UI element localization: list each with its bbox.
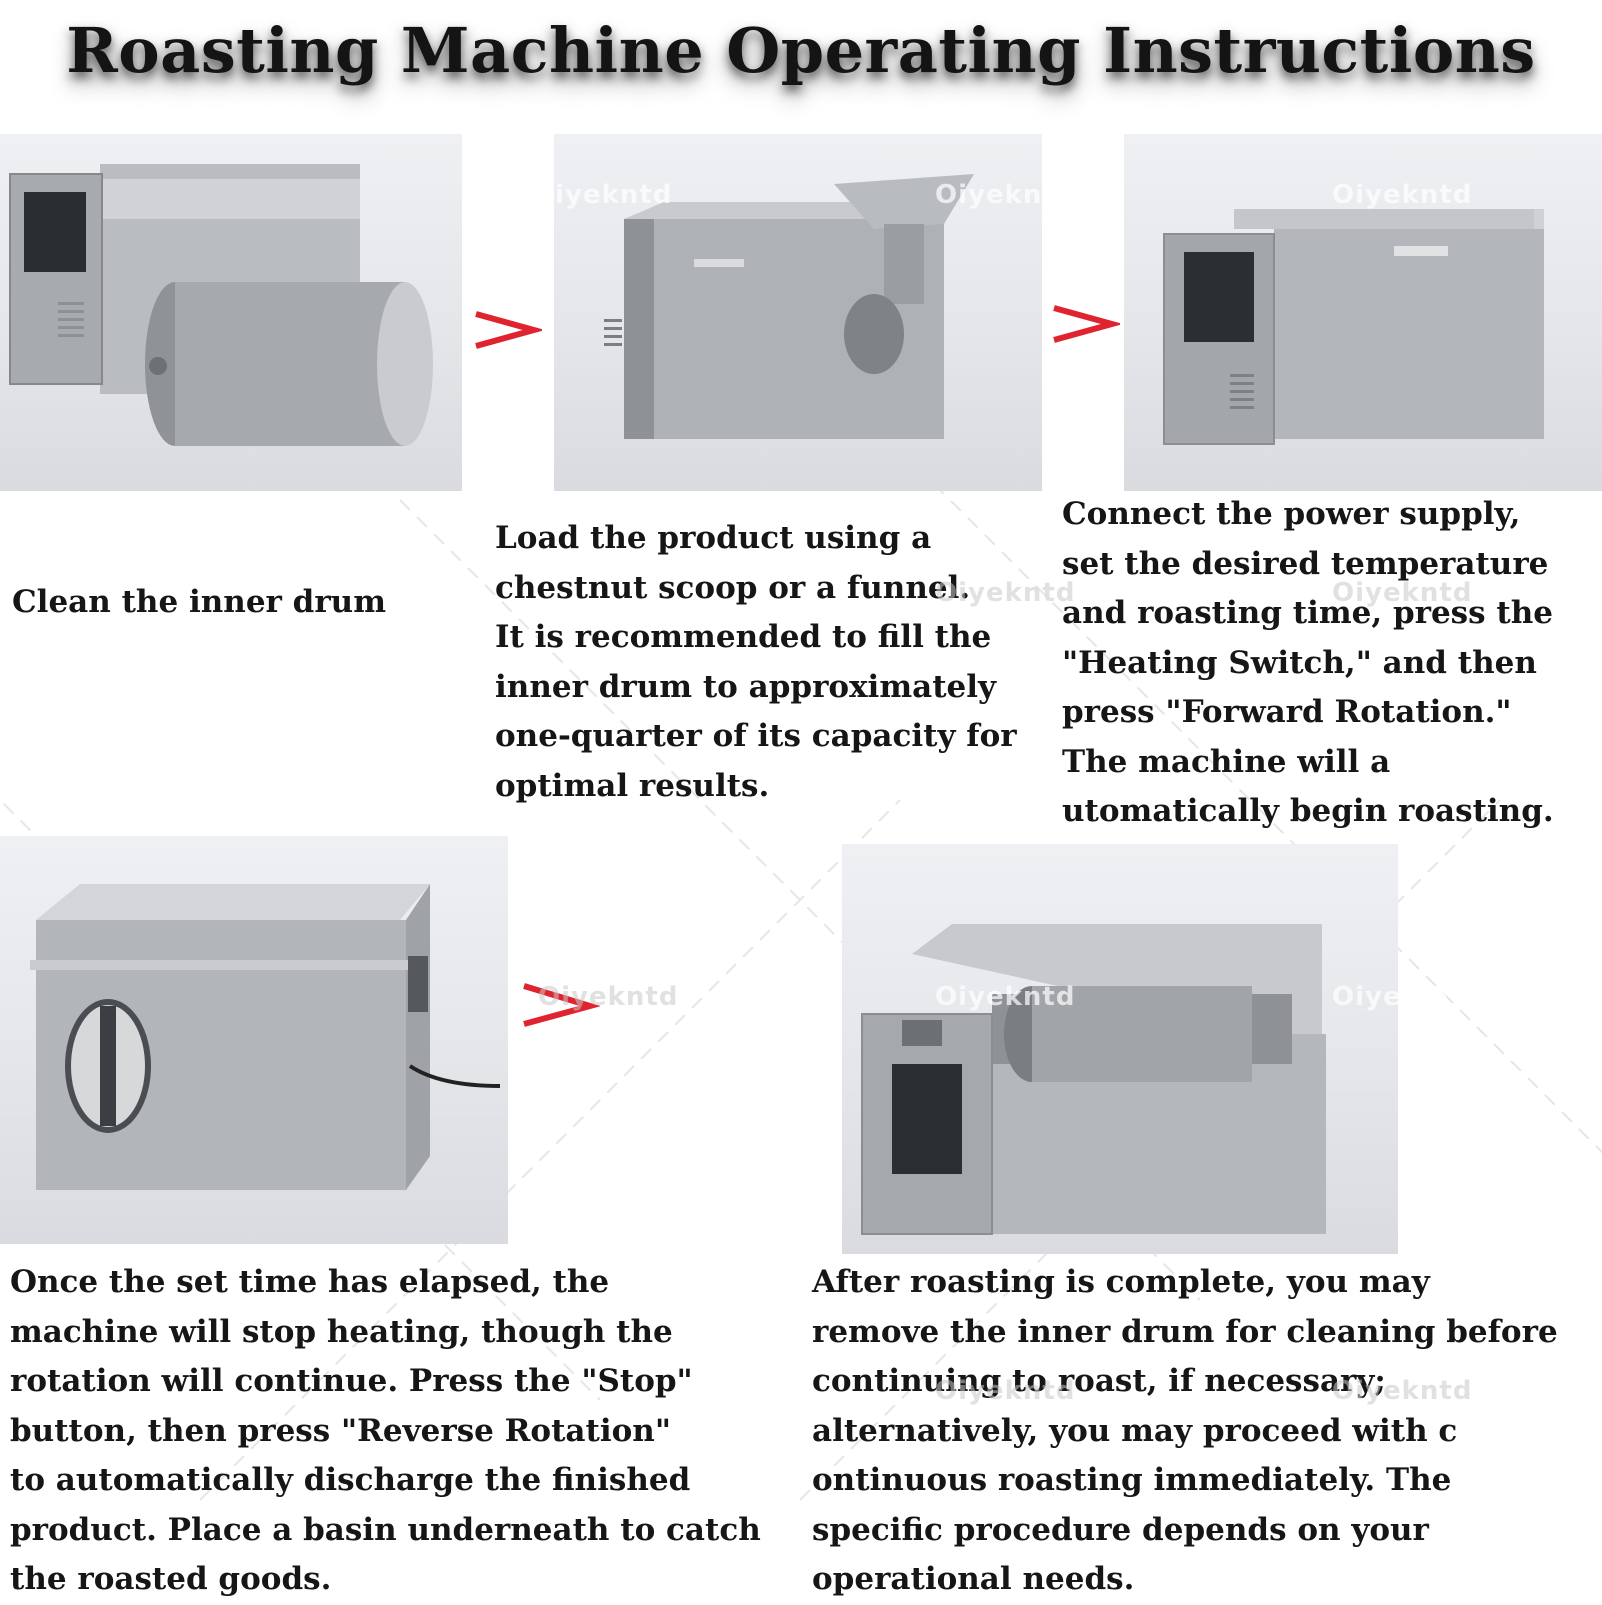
caption-line: It is recommended to fill the: [495, 619, 992, 655]
caption-line: continuing to roast, if necessary;: [812, 1363, 1386, 1399]
caption-line: The machine will a: [1062, 743, 1391, 780]
caption-line: press "Forward Rotation.": [1062, 694, 1512, 730]
step-1-photo: [0, 134, 462, 491]
caption-line: ontinuous roasting immediately. The: [812, 1462, 1452, 1498]
watermark-text: Oiyekntd: [532, 180, 673, 210]
arrow-right-icon: [475, 311, 542, 349]
caption-line: Clean the inner drum: [12, 584, 387, 620]
caption-line: machine will stop heating, though the: [10, 1313, 673, 1350]
caption-line: button, then press "Reverse Rotation": [10, 1412, 671, 1449]
step-4-caption: Once the set time has elapsed, the machi…: [10, 1258, 761, 1605]
caption-line: alternatively, you may proceed with c: [812, 1412, 1458, 1449]
watermark-text: Oiyekntd: [1332, 180, 1473, 210]
caption-line: Connect the power supply,: [1062, 496, 1521, 532]
caption-line: optimal results.: [495, 767, 770, 804]
watermark-text: Oiyekntd: [935, 982, 1076, 1012]
step-5-photo: [842, 844, 1398, 1254]
step-4-photo: [0, 836, 508, 1244]
step-5-caption: After roasting is complete, you may remo…: [812, 1258, 1558, 1605]
step-2-caption: Load the product using a chestnut scoop …: [495, 514, 1017, 811]
caption-line: utomatically begin roasting.: [1062, 793, 1554, 829]
caption-line: inner drum to approximately: [495, 668, 997, 705]
caption-line: and roasting time, press the: [1062, 595, 1553, 631]
caption-line: chestnut scoop or a funnel.: [495, 569, 971, 606]
watermark-text: Oiyekntd: [935, 180, 1076, 210]
caption-line: remove the inner drum for cleaning befor…: [812, 1313, 1558, 1350]
step-1-caption: Clean the inner drum: [12, 578, 386, 628]
caption-line: operational needs.: [812, 1561, 1135, 1597]
watermark-text: Oiyekntd: [935, 578, 1076, 608]
caption-line: specific procedure depends on your: [812, 1511, 1429, 1548]
caption-line: Once the set time has elapsed, the: [10, 1264, 610, 1300]
caption-line: set the desired temperature: [1062, 545, 1549, 582]
arrow-right-icon: [1053, 305, 1120, 343]
watermark-text: Oiyekntd: [538, 982, 679, 1012]
step-3-photo: [1124, 134, 1602, 491]
watermark-text: Oiyekntd: [1332, 1376, 1473, 1406]
page-title: Roasting Machine Operating Instructions: [66, 14, 1536, 87]
arrow-right-icon: [523, 983, 600, 1027]
caption-line: product. Place a basin underneath to cat…: [10, 1511, 761, 1548]
caption-line: the roasted goods.: [10, 1561, 332, 1597]
watermark-text: Oiyekntd: [935, 1376, 1076, 1406]
caption-line: "Heating Switch," and then: [1062, 644, 1537, 681]
watermark-text: Oiyekntd: [1332, 578, 1473, 608]
caption-line: After roasting is complete, you may: [812, 1264, 1430, 1300]
step-3-caption: Connect the power supply, set the desire…: [1062, 490, 1554, 837]
step-2-photo: [554, 134, 1042, 491]
watermark-text: Oiyekntd: [1332, 982, 1473, 1012]
caption-line: rotation will continue. Press the "Stop": [10, 1363, 693, 1399]
caption-line: to automatically discharge the finished: [10, 1462, 691, 1498]
caption-line: Load the product using a: [495, 520, 932, 556]
caption-line: one-quarter of its capacity for: [495, 718, 1017, 754]
